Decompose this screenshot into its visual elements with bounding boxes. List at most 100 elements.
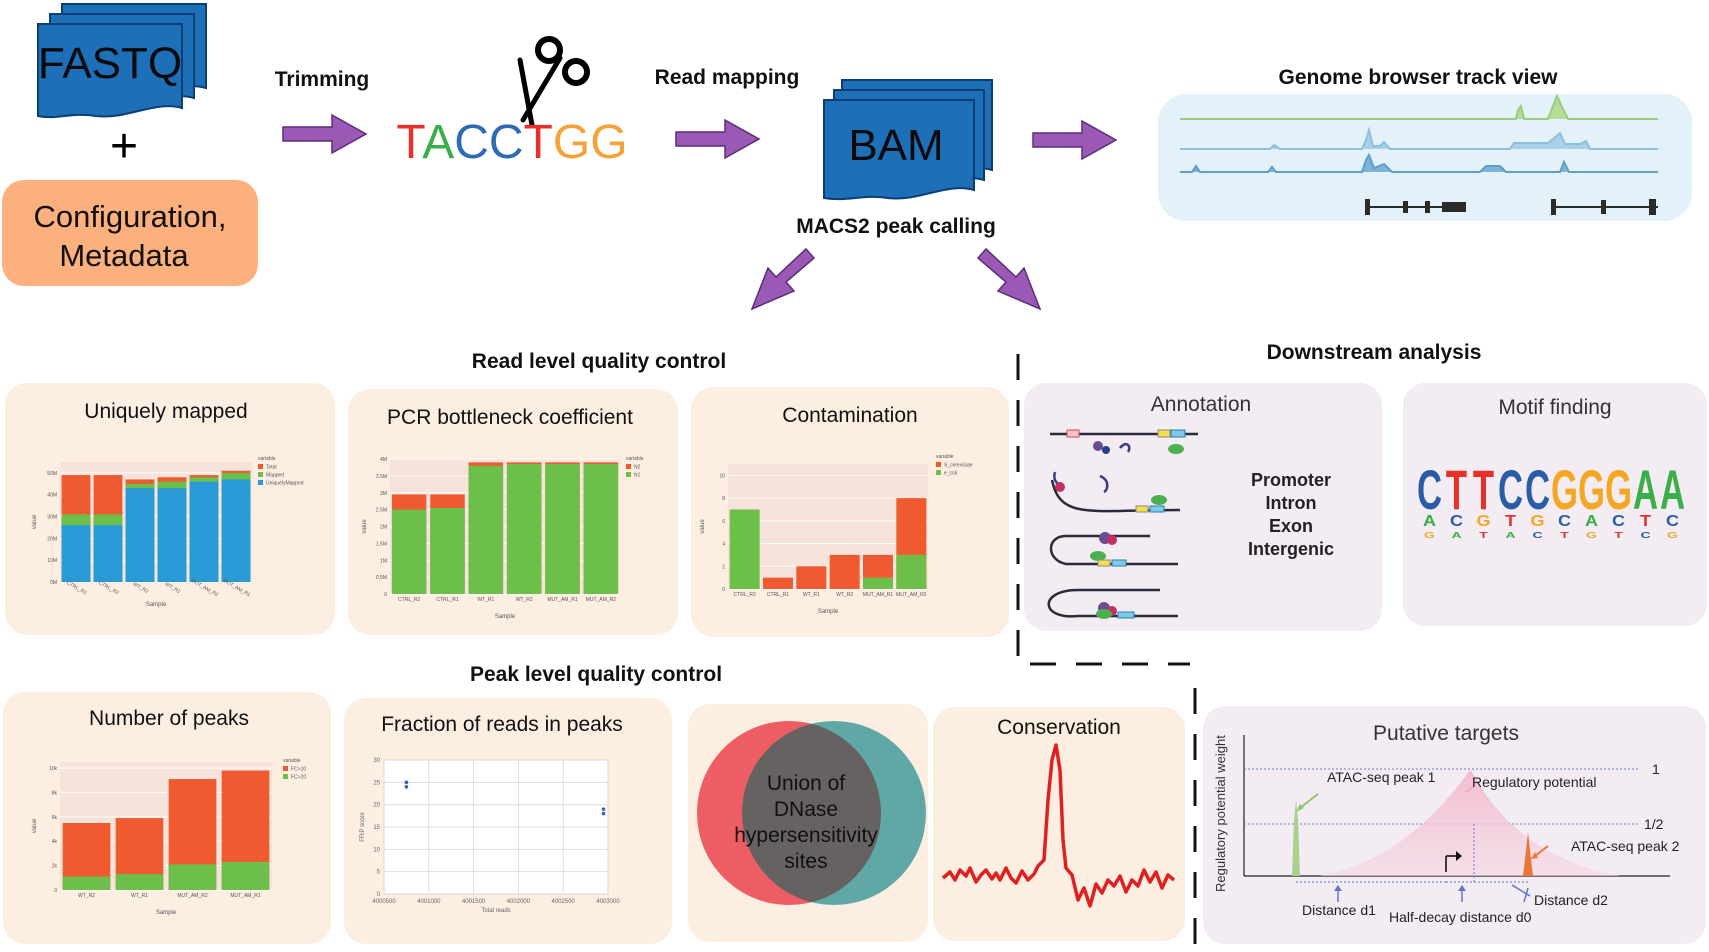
annotation-term: Intron	[1266, 493, 1317, 513]
motif-letter: C	[1417, 459, 1442, 522]
configuration-box: Configuration, Metadata	[2, 180, 258, 286]
arrow-right-3	[1032, 119, 1118, 161]
y-tick-label: 20	[373, 803, 380, 809]
pcr-title: PCR bottleneck coefficient	[387, 406, 633, 429]
panel-conservation	[933, 707, 1185, 941]
y-tick-label: 0.5M	[376, 575, 387, 581]
arrow-down-right	[976, 247, 1042, 311]
x-tick-label: MUT_AM_R1	[547, 597, 578, 603]
y-tick-label: 8	[722, 496, 725, 502]
x-tick-label: CTRL_R2	[398, 597, 420, 603]
motif-letter-minor: T	[1479, 531, 1488, 540]
x-tick-label: CTRL_R1	[767, 592, 789, 598]
arrow-right-2	[675, 118, 761, 160]
legend-title: variable	[626, 456, 644, 462]
targets-title: Putative targets	[1373, 722, 1519, 745]
scatter-point	[404, 785, 409, 789]
motif-letter-minor: T	[1560, 531, 1569, 540]
y-tick-label: 0	[722, 587, 725, 593]
targets-plot	[1243, 735, 1670, 903]
legend-title: variable	[258, 456, 276, 462]
motif-letter: C	[1525, 459, 1550, 522]
bar	[430, 507, 465, 594]
bar	[221, 479, 251, 582]
macs2-label: MACS2 peak calling	[796, 215, 996, 238]
legend-label: Total	[266, 465, 277, 471]
trimming-label: Trimming	[275, 68, 370, 91]
x-tick-label: WT_R1	[477, 597, 494, 603]
motif-letter-minor: T	[1640, 512, 1652, 530]
read-mapping-label: Read mapping	[655, 66, 800, 89]
motif-letter-minor: G	[1476, 512, 1490, 530]
legend-swatch	[258, 480, 263, 485]
bar	[61, 525, 91, 582]
motif-letter: G	[1578, 459, 1605, 522]
motif-letter: G	[1605, 459, 1632, 522]
sequence-letter: T	[396, 116, 425, 169]
legend-swatch	[936, 470, 941, 475]
x-axis-label: Sample	[146, 602, 167, 608]
arrow-right-1	[282, 113, 368, 155]
motif-letter: G	[1551, 459, 1578, 522]
y-tick-label: 4M	[380, 457, 387, 463]
targets-half: 1/2	[1644, 816, 1664, 832]
sequence-letter: T	[524, 116, 553, 169]
targets-peak2: ATAC-seq peak 2	[1571, 838, 1680, 854]
uniquely-mapped-title: Uniquely mapped	[84, 400, 247, 423]
bar	[189, 481, 219, 582]
targets-one: 1	[1652, 761, 1660, 777]
legend-label: UniquelyMapped	[266, 481, 304, 487]
x-tick-label: 4001000	[417, 899, 441, 905]
motif-letter: A	[1633, 459, 1658, 522]
motif-letter-minor: T	[1505, 512, 1517, 530]
x-tick-label: 4003000	[596, 899, 620, 905]
plot-background	[60, 462, 252, 582]
bar	[157, 488, 187, 582]
bar	[391, 509, 427, 594]
y-axis-label: value	[32, 818, 38, 833]
peak-qc-title: Peak level quality control	[470, 663, 722, 686]
legend-swatch	[936, 462, 941, 467]
x-axis-label: Sample	[495, 614, 516, 620]
x-tick-label: WT_R2	[78, 893, 95, 899]
bar	[115, 874, 164, 890]
legend-swatch	[283, 774, 288, 779]
y-tick-label: 4k	[52, 839, 58, 845]
contamination-title: Contamination	[782, 404, 917, 427]
y-tick-label: 30M	[47, 515, 57, 521]
motif-letter-minor: G	[1424, 531, 1435, 540]
targets-d0: Half-decay distance d0	[1389, 909, 1532, 925]
y-axis-label: FRiP score	[360, 812, 366, 842]
panel-annotation	[1024, 383, 1382, 631]
sequence-letter: G	[590, 116, 627, 169]
legend-swatch	[626, 472, 631, 477]
y-tick-label: 8k	[52, 790, 58, 796]
motif-letter-minor: A	[1505, 531, 1516, 540]
y-tick-label: 30	[373, 758, 380, 764]
motif-letter-minor: A	[1423, 512, 1436, 530]
y-tick-label: 10	[719, 473, 725, 479]
bar	[763, 577, 793, 589]
y-tick-label: 10	[373, 847, 380, 853]
motif-letter: C	[1498, 459, 1523, 522]
y-tick-label: 2.5M	[376, 508, 387, 514]
motif-letter-minor: C	[1450, 512, 1463, 530]
targets-d2: Distance d2	[1534, 892, 1608, 908]
scatter-point	[601, 807, 606, 811]
motif-letter-minor: T	[1614, 531, 1623, 540]
x-tick-label: 4001500	[462, 899, 486, 905]
x-tick-label: WT_R1	[131, 893, 148, 899]
y-tick-label: 0	[54, 888, 57, 894]
x-tick-label: 4002500	[552, 899, 576, 905]
legend-label: FC>20	[291, 775, 306, 781]
bar	[468, 465, 504, 594]
legend-label: Mapped	[266, 473, 284, 479]
y-tick-label: 0	[377, 892, 381, 898]
motif-letter-minor: G	[1667, 531, 1678, 540]
config-line1: Configuration,	[33, 199, 226, 234]
conservation-title: Conservation	[997, 716, 1121, 739]
motif-letter: A	[1660, 459, 1685, 522]
frip-title: Fraction of reads in peaks	[381, 713, 623, 736]
x-axis-label: Total reads	[481, 908, 510, 914]
